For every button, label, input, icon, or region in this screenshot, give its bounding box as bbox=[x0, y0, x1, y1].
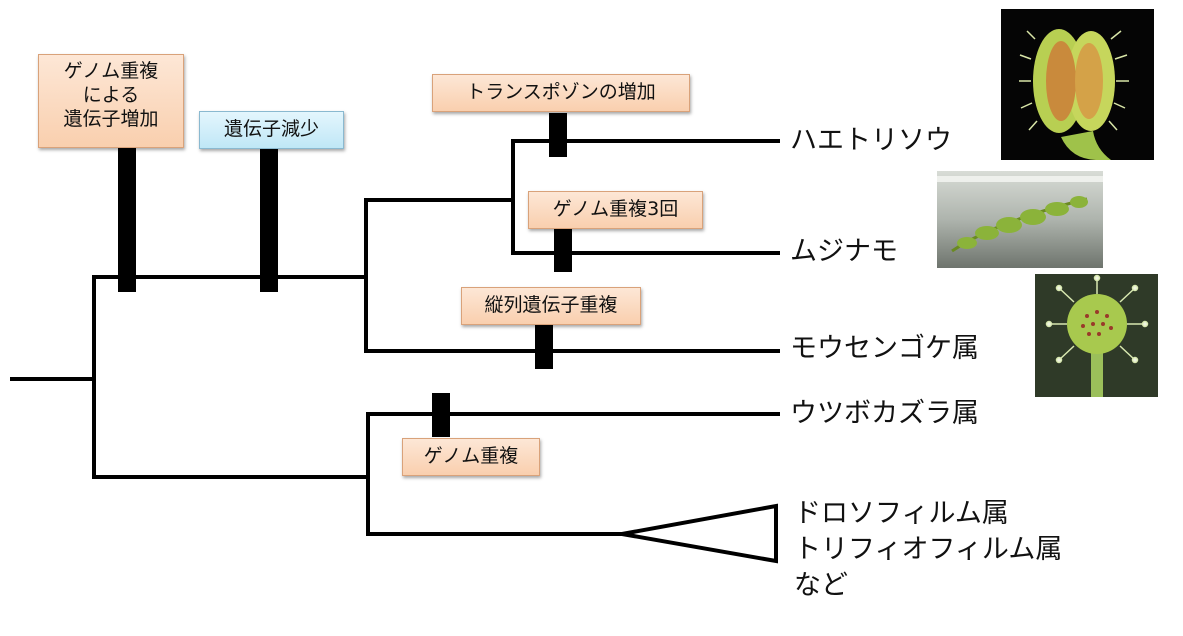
event-bar-genome-dup-gene-increase bbox=[118, 148, 136, 292]
event-tag-transposon: トランスポゾンの増加 bbox=[432, 74, 690, 112]
event-tag-line: 遺伝子増加 bbox=[63, 108, 159, 130]
collapsed-clade-triangle bbox=[621, 503, 778, 564]
event-bar-transposon bbox=[549, 113, 567, 157]
drosera-photo bbox=[1035, 274, 1158, 397]
taxon-others-line: など bbox=[794, 570, 848, 601]
event-tag-genome-dup: ゲノム重複 bbox=[402, 438, 540, 476]
event-tag-tandem-dup: 縦列遺伝子重複 bbox=[461, 287, 641, 325]
event-bar-genome-dup-3x bbox=[554, 228, 572, 272]
event-tag-line: ゲノム重複 bbox=[63, 60, 159, 82]
taxon-others: ドロソフィルム属 トリフィオフィルム属 など bbox=[794, 496, 1062, 604]
taxon-others-line: トリフィオフィルム属 bbox=[794, 534, 1063, 565]
event-tag-gene-loss: 遺伝子減少 bbox=[199, 111, 344, 149]
event-bar-tandem-dup bbox=[535, 325, 553, 369]
taxon-venus-flytrap: ハエトリソウ bbox=[790, 125, 952, 156]
taxon-drosera: モウセンゴケ属 bbox=[790, 333, 979, 364]
taxon-others-line: ドロソフィルム属 bbox=[794, 498, 1009, 529]
event-tag-line: による bbox=[82, 84, 140, 106]
taxon-utricularia: ウツボカズラ属 bbox=[790, 398, 979, 429]
event-tag-genome-dup-3x: ゲノム重複3回 bbox=[528, 191, 703, 229]
venus-flytrap-photo bbox=[1001, 9, 1154, 160]
event-bar-gene-loss bbox=[260, 148, 278, 292]
event-bar-genome-dup bbox=[432, 393, 450, 437]
taxon-waterwheel: ムジナモ bbox=[790, 236, 898, 267]
event-tag-genome-dup-gene-increase: ゲノム重複 による 遺伝子増加 bbox=[38, 54, 184, 148]
waterwheel-photo bbox=[937, 171, 1103, 268]
